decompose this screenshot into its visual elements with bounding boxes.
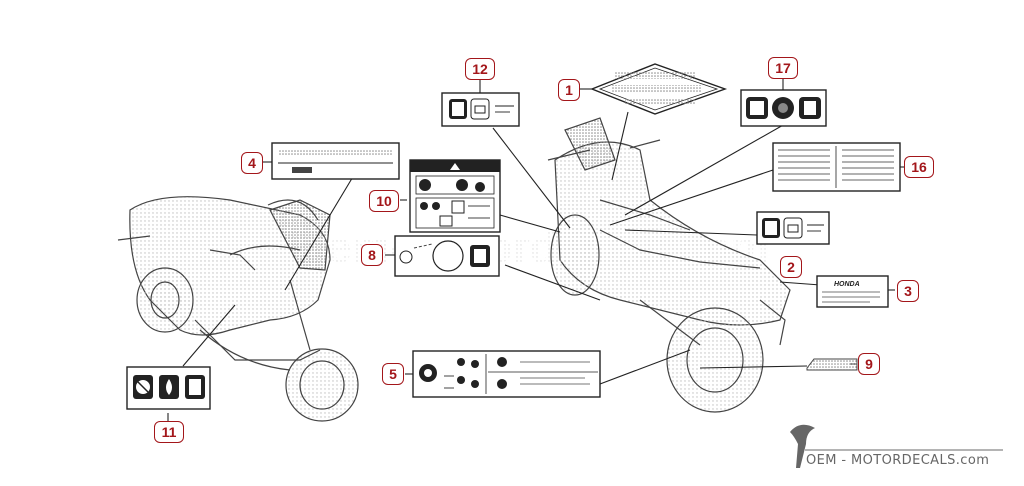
scooter-rear-view bbox=[547, 117, 791, 413]
label-9-small-strip[interactable] bbox=[806, 358, 858, 371]
kiwi-bird-icon bbox=[790, 424, 815, 468]
callout-2[interactable]: 2 bbox=[780, 256, 802, 278]
callout-5[interactable]: 5 bbox=[382, 363, 404, 385]
callout-16[interactable]: 16 bbox=[904, 156, 934, 178]
footer-brand-text: OEM - MOTORDECALS.com bbox=[806, 453, 990, 468]
callout-3[interactable]: 3 bbox=[897, 280, 919, 302]
helmet-icon bbox=[419, 179, 431, 191]
tire-icon bbox=[432, 240, 464, 272]
gauge-icon bbox=[399, 250, 413, 264]
label-5-load-info-label[interactable] bbox=[412, 350, 601, 398]
label-11-warning-icons[interactable] bbox=[126, 366, 211, 410]
callout-11[interactable]: 11 bbox=[154, 421, 184, 443]
luggage-icon bbox=[783, 217, 803, 239]
leader-lines bbox=[167, 78, 905, 422]
passenger-icon bbox=[432, 202, 440, 210]
label-8-tire-pressure-label[interactable] bbox=[394, 235, 500, 277]
rider-icon bbox=[457, 376, 465, 384]
label-3-honda-info-label[interactable]: HONDA bbox=[816, 275, 889, 308]
callout-8[interactable]: 8 bbox=[361, 244, 383, 266]
motorcycle-icon bbox=[497, 379, 507, 389]
luggage-icon bbox=[451, 200, 465, 214]
label-2-warning-icons[interactable] bbox=[756, 211, 830, 245]
label-3-brand: HONDA bbox=[834, 281, 860, 288]
label-4-strip-label[interactable] bbox=[271, 142, 400, 180]
motorcycle-icon bbox=[497, 357, 507, 367]
callout-9[interactable]: 9 bbox=[858, 353, 880, 375]
label-1-diamond-badge[interactable] bbox=[590, 63, 728, 115]
label-16-text-panel[interactable] bbox=[772, 142, 901, 192]
rider-icon bbox=[420, 202, 428, 210]
motorcycle-icon bbox=[456, 179, 468, 191]
callout-10[interactable]: 10 bbox=[369, 190, 399, 212]
callout-1[interactable]: 1 bbox=[558, 79, 580, 101]
label-12-warning-icons[interactable] bbox=[441, 92, 520, 127]
brand-logo bbox=[790, 424, 1003, 468]
label-17-warning-icons[interactable] bbox=[740, 89, 827, 127]
callout-12[interactable]: 12 bbox=[465, 58, 495, 80]
scooter-front-view bbox=[117, 196, 359, 422]
luggage-icon bbox=[470, 98, 490, 120]
callout-4[interactable]: 4 bbox=[241, 152, 263, 174]
label-10-warning-panel[interactable] bbox=[409, 159, 501, 233]
motorcycle-icon bbox=[457, 358, 465, 366]
callout-17[interactable]: 17 bbox=[768, 57, 798, 79]
